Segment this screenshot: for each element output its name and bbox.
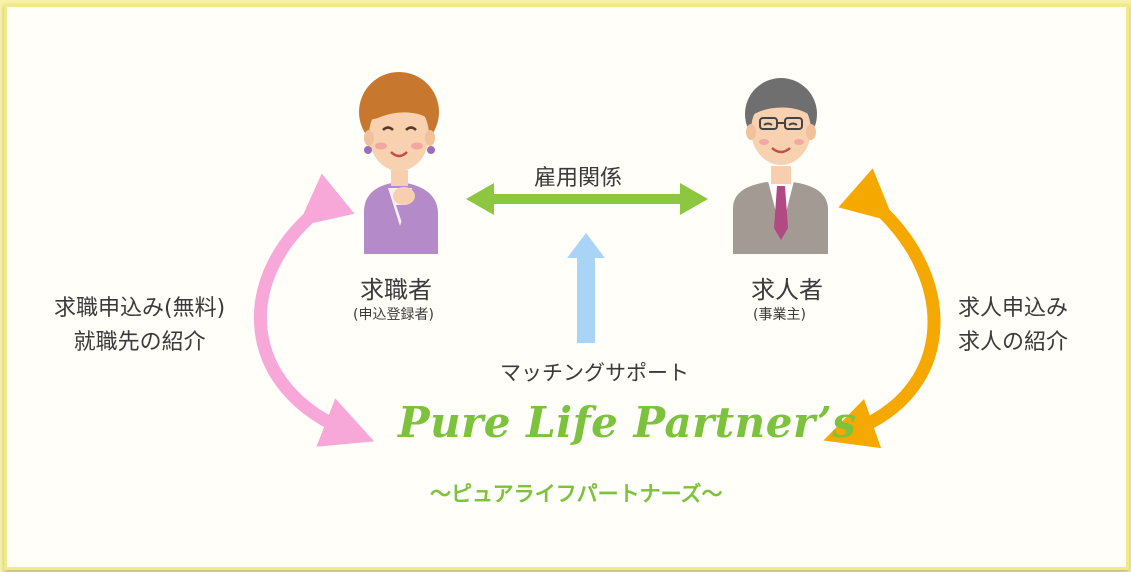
matching-arrow	[567, 233, 605, 343]
employer-sublabel: (事業主)	[753, 307, 806, 323]
job-seeker-sublabel: (申込登録者)	[353, 307, 434, 323]
seeker-flow-line1: 求職申込み(無料)	[54, 296, 226, 321]
job-seeker-label: 求職者	[360, 276, 432, 304]
seeker-flow-arrow	[254, 173, 375, 447]
man-icon	[733, 78, 828, 254]
seeker-flow-label: 求職申込み(無料) 就職先の紹介	[54, 292, 225, 360]
diagram-frame	[4, 4, 1129, 570]
brand-name: Pure Life Partner’s	[398, 398, 857, 447]
woman-icon	[359, 72, 439, 254]
seeker-flow-line2: 就職先の紹介	[73, 330, 206, 355]
employer-flow-label: 求人申込み 求人の紹介	[958, 292, 1068, 360]
matching-support-label: マッチングサポート	[500, 361, 689, 385]
employment-relation-label: 雇用関係	[534, 166, 623, 191]
employer-flow-arrow	[823, 168, 941, 449]
employer-flow-line2: 求人の紹介	[958, 330, 1069, 355]
brand-kana: ～ピュアライフパートナーズ～	[430, 482, 723, 506]
employment-arrow	[466, 183, 708, 215]
employer-label: 求人者	[751, 276, 823, 304]
employer-flow-line1: 求人申込み	[958, 296, 1069, 321]
